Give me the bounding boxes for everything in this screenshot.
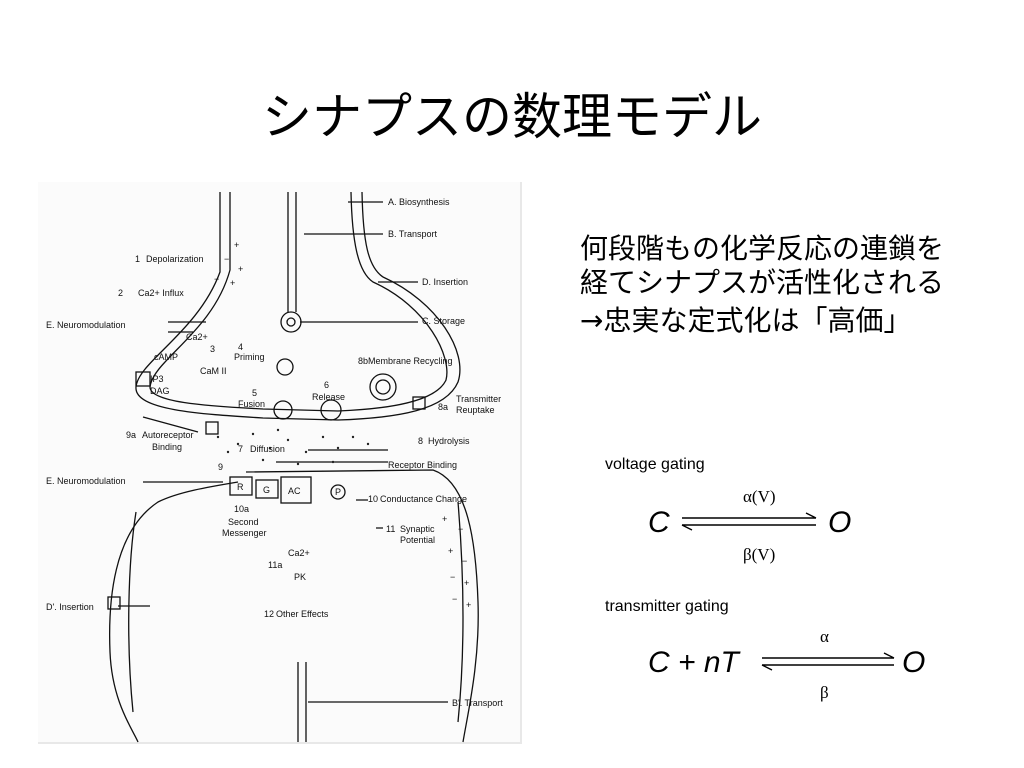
label-reuptake: Reuptake xyxy=(456,405,495,415)
label-binding: Binding xyxy=(152,442,182,452)
label-hydrolysis: Hydrolysis xyxy=(428,436,470,446)
step-number: 9 xyxy=(218,462,223,472)
step-number: 10 xyxy=(368,494,378,504)
label-release: Release xyxy=(312,392,345,402)
label-potential: Potential xyxy=(400,535,435,545)
label-pk: PK xyxy=(294,572,306,582)
label-insertion-bottom: D'. Insertion xyxy=(46,602,94,612)
step-number: 8b xyxy=(358,356,368,366)
svg-text:−: − xyxy=(452,594,457,604)
label-transport: B. Transport xyxy=(388,229,438,239)
transmitter-gating-label: transmitter gating xyxy=(605,598,729,615)
label-r: R xyxy=(237,482,244,492)
scheme-left-state: C + nT xyxy=(648,646,742,679)
label-fusion: Fusion xyxy=(238,399,265,409)
scheme-forward-rate: α xyxy=(820,627,829,646)
label-ca2-bottom: Ca2+ xyxy=(288,548,310,558)
step-number: 7 xyxy=(238,444,243,454)
label-depolarization: Depolarization xyxy=(146,254,204,264)
label-neuromodulation-bottom: E. Neuromodulation xyxy=(46,476,126,486)
step-number: 12 xyxy=(264,609,274,619)
synapse-diagram: +−+ −+ +−+ −−+ −+ A. Biosynthesis B. Tra… xyxy=(38,182,522,744)
svg-text:+: + xyxy=(230,278,235,288)
label-ca2: Ca2+ xyxy=(186,332,208,342)
scheme-left-state: C xyxy=(648,506,670,539)
label-conductance: Conductance Change xyxy=(380,494,467,504)
svg-text:+: + xyxy=(442,514,447,524)
synapse-diagram-svg: +−+ −+ +−+ −−+ −+ A. Biosynthesis B. Tra… xyxy=(46,191,503,743)
body-line-2: →忠実な定式化は「高価」 xyxy=(580,304,912,337)
label-g: G xyxy=(263,485,270,495)
label-camp: cAMP xyxy=(154,352,178,362)
step-number: 6 xyxy=(324,380,329,390)
svg-text:−: − xyxy=(224,254,229,264)
label-cam: CaM II xyxy=(200,366,227,376)
step-number: 2 xyxy=(118,288,123,298)
scheme-backward-rate: β(V) xyxy=(743,545,775,564)
slide-body: 何段階もの化学反応の連鎖を経てシナプスが活性化される →忠実な定式化は「高価」 xyxy=(580,232,960,342)
label-storage: C. Storage xyxy=(422,316,465,326)
step-number: 11a xyxy=(268,560,282,570)
step-number: 4 xyxy=(238,342,243,352)
label-ip3: IP3 xyxy=(150,374,164,384)
step-number: 5 xyxy=(252,388,257,398)
label-transmitter: Transmitter xyxy=(456,394,501,404)
svg-text:−: − xyxy=(450,572,455,582)
step-number: 3 xyxy=(210,344,215,354)
label-membrane-recycling: Membrane Recycling xyxy=(368,356,453,366)
step-number: 1 xyxy=(135,254,140,264)
step-number: 9a xyxy=(126,430,136,440)
label-receptor-binding: Receptor Binding xyxy=(388,460,457,470)
svg-text:+: + xyxy=(238,264,243,274)
slide-title: シナプスの数理モデル xyxy=(262,88,762,146)
voltage-gating-svg: C O α(V) β(V) xyxy=(648,487,851,564)
transmitter-gating-svg: C + nT O α β xyxy=(648,627,925,702)
label-insertion: D. Insertion xyxy=(422,277,468,287)
svg-text:+: + xyxy=(466,600,471,610)
svg-text:+: + xyxy=(448,546,453,556)
voltage-gating-label: voltage gating xyxy=(605,456,705,473)
scheme-backward-rate: β xyxy=(820,683,829,702)
label-autoreceptor: Autoreceptor xyxy=(142,430,194,440)
label-p: P xyxy=(335,487,341,497)
step-number: 8a xyxy=(438,402,448,412)
step-number: 10a xyxy=(234,504,249,514)
label-second: Second xyxy=(228,517,259,527)
label-other-effects: Other Effects xyxy=(276,609,329,619)
label-synaptic: Synaptic xyxy=(400,524,435,534)
label-dag: DAG xyxy=(150,386,170,396)
step-number: 8 xyxy=(418,436,423,446)
scheme-right-state: O xyxy=(902,646,925,679)
label-ca-influx: Ca2+ Influx xyxy=(138,288,184,298)
label-biosynthesis: A. Biosynthesis xyxy=(388,197,450,207)
svg-text:−: − xyxy=(462,556,467,566)
svg-text:+: + xyxy=(234,240,239,250)
label-neuromodulation-top: E. Neuromodulation xyxy=(46,320,126,330)
scheme-right-state: O xyxy=(828,506,851,539)
scheme-forward-rate: α(V) xyxy=(743,487,776,506)
label-ac: AC xyxy=(288,486,301,496)
label-transport-bottom: B'. Transport xyxy=(452,698,503,708)
svg-text:+: + xyxy=(464,578,469,588)
label-priming: Priming xyxy=(234,352,265,362)
label-diffusion: Diffusion xyxy=(250,444,285,454)
label-messenger: Messenger xyxy=(222,528,267,538)
svg-text:−: − xyxy=(458,524,463,534)
svg-text:−: − xyxy=(214,274,219,284)
body-line-1: 何段階もの化学反応の連鎖を経てシナプスが活性化される xyxy=(580,232,945,299)
step-number: 11 xyxy=(386,524,395,534)
